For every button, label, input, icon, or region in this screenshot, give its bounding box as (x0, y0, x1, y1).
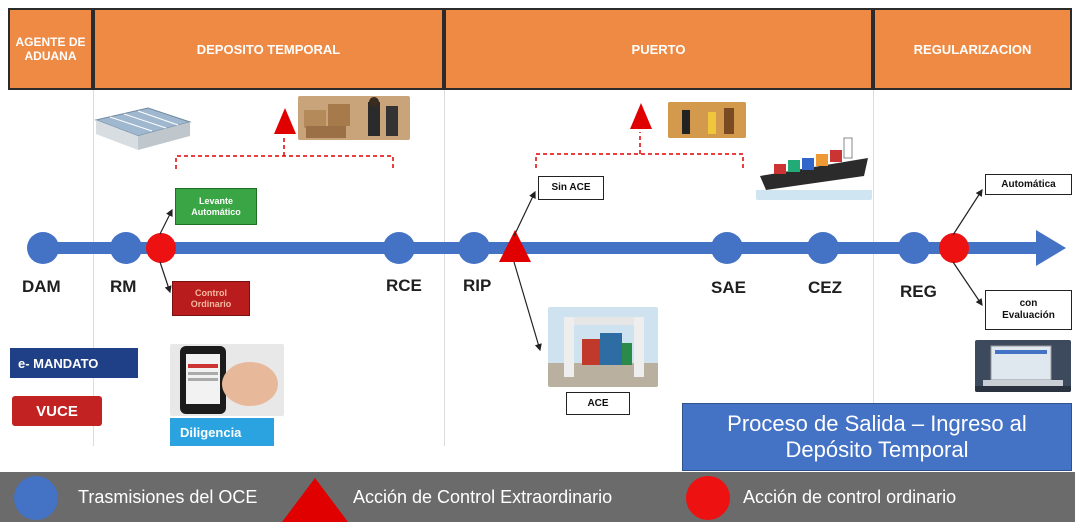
boxes-workers-image (298, 96, 410, 140)
legend-ordinario: Acción de control ordinario (743, 487, 957, 507)
sin-ace-label: Sin ACE (551, 182, 591, 193)
node-sae (711, 232, 743, 264)
process-title-text: Proceso de Salida – Ingreso al Depósito … (727, 411, 1027, 462)
extraordinary-triangle-2 (630, 103, 652, 129)
ordinary-control-dot-1 (146, 233, 176, 263)
divider-2 (444, 90, 445, 446)
laptop-image (975, 340, 1071, 392)
emandato-label: e- MANDATO (10, 348, 138, 378)
legend-extraordinario: Acción de Control Extraordinario (353, 487, 613, 507)
legend-transmisiones: Trasmisiones del OCE (78, 487, 258, 507)
vuce-text: VUCE (36, 402, 78, 420)
node-dam (27, 232, 59, 264)
divider-1 (93, 90, 94, 446)
header-deposito-temporal: DEPOSITO TEMPORAL (93, 8, 444, 90)
label-rce: RCE (386, 276, 422, 295)
node-reg (898, 232, 930, 264)
timeline-arrow (30, 230, 1066, 266)
levante-automatico-box: Levante Automático (175, 188, 257, 225)
container-ship-image (756, 118, 872, 200)
label-reg: REG (900, 282, 937, 301)
process-title-box: Proceso de Salida – Ingreso al Depósito … (682, 403, 1072, 471)
label-rip: RIP (463, 276, 492, 295)
node-cez (807, 232, 839, 264)
dashed-bracket-1 (175, 138, 394, 169)
sin-ace-box: Sin ACE (538, 176, 604, 200)
control-ordinario-label: Control Ordinario (190, 287, 232, 309)
header-regularizacion-label: REGULARIZACION (913, 41, 1032, 57)
header-puerto: PUERTO (444, 8, 873, 90)
con-evaluacion-label: con Evaluación (1002, 298, 1055, 321)
warehouse-image (88, 100, 198, 152)
automatica-box: Automática (985, 174, 1072, 195)
ace-box: ACE (566, 392, 630, 415)
diligencia-text: Diligencia (180, 424, 242, 440)
label-sae: SAE (711, 278, 746, 297)
warehouse-workers-image (668, 102, 746, 138)
header-agente-de-aduana: AGENTE DE ADUANA (8, 8, 93, 90)
divider-3 (873, 90, 874, 446)
ace-scanner-image (548, 307, 658, 387)
automatica-label: Automática (1001, 178, 1056, 190)
legend-bar (0, 472, 1075, 522)
con-evaluacion-box: con Evaluación (985, 290, 1072, 330)
vuce-label: VUCE (12, 396, 102, 426)
legend-red-triangle-icon (282, 478, 348, 522)
node-rip (458, 232, 490, 264)
legend-red-dot-icon (686, 476, 730, 520)
smartphone-image (170, 344, 284, 416)
levante-automatico-label: Levante Automático (191, 195, 241, 217)
control-ordinario-box: Control Ordinario (172, 281, 250, 316)
ace-label: ACE (587, 397, 609, 409)
diligencia-label: Diligencia (170, 418, 274, 446)
node-rm (110, 232, 142, 264)
label-cez: CEZ (808, 278, 842, 297)
header-deposito-label: DEPOSITO TEMPORAL (196, 41, 341, 57)
emandato-text: e- MANDATO (18, 355, 99, 371)
extraordinary-triangle-1 (274, 108, 296, 134)
header-agente-label: AGENTE DE ADUANA (15, 35, 86, 63)
header-puerto-label: PUERTO (631, 41, 686, 57)
node-rce (383, 232, 415, 264)
legend-blue-dot-icon (14, 476, 58, 520)
dashed-bracket-2 (535, 132, 744, 168)
ordinary-control-dot-2 (939, 233, 969, 263)
header-regularizacion: REGULARIZACION (873, 8, 1072, 90)
label-rm: RM (110, 277, 137, 296)
label-dam: DAM (22, 277, 61, 296)
extraordinary-triangle-3 (499, 230, 531, 262)
